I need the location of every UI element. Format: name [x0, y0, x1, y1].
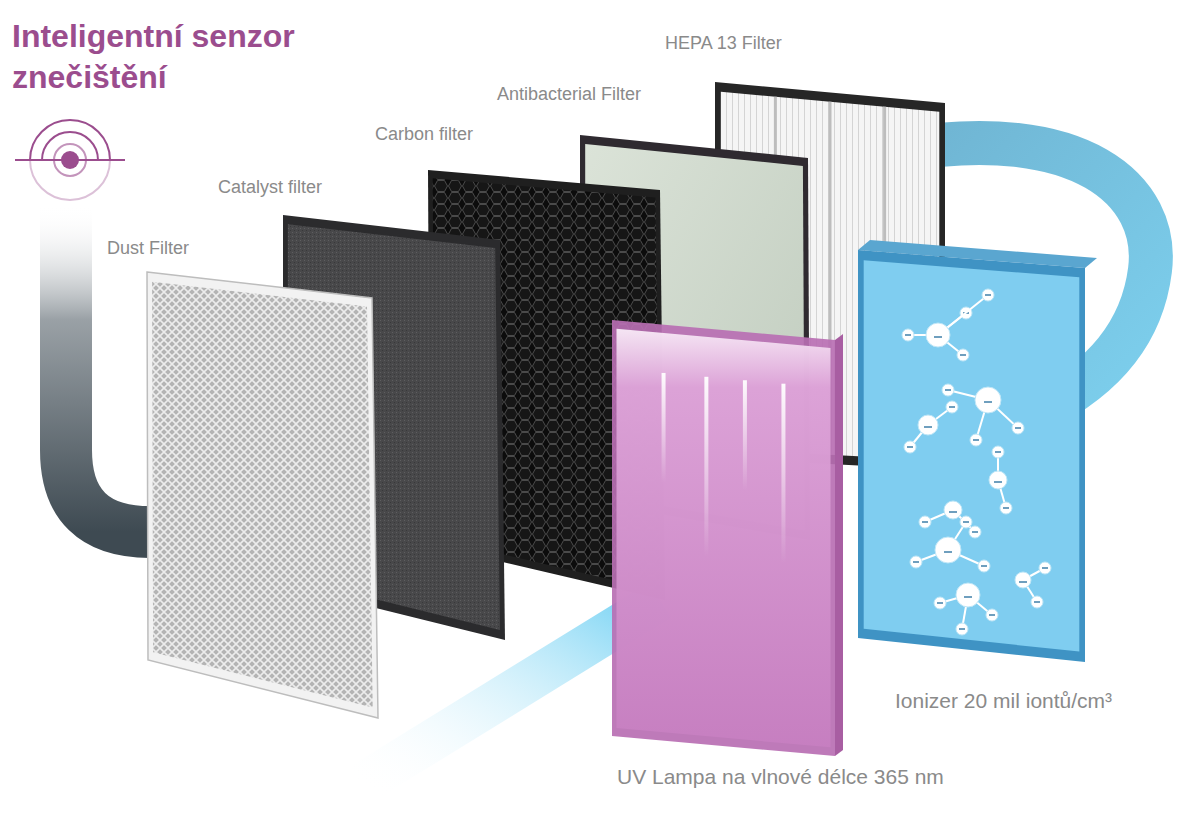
filter-layer: Dust Filter	[133, 258, 392, 732]
filter-label: Catalyst filter	[218, 177, 322, 199]
uv-light-streak	[662, 373, 666, 483]
filter-label: Ionizer 20 mil iontů/cm³	[895, 688, 1112, 713]
filter-mesh	[152, 282, 373, 708]
ion-molecule	[1015, 562, 1051, 608]
filter-layer: Ionizer 20 mil iontů/cm³	[844, 236, 1099, 676]
ion-molecule	[904, 401, 958, 453]
sensor-icon	[15, 120, 125, 200]
filter-label: Antibacterial Filter	[497, 84, 641, 106]
ion-molecule	[902, 289, 994, 361]
uv-light-streak	[781, 384, 785, 564]
lamp-edge	[835, 334, 843, 756]
diagram-title: Inteligentní senzor znečištění	[12, 16, 372, 98]
ion-molecule	[934, 583, 998, 635]
ion-molecule	[989, 446, 1012, 514]
filter-panel	[133, 258, 392, 732]
ion-molecule	[919, 501, 981, 538]
filter-label: UV Lampa na vlnové délce 365 nm	[617, 764, 944, 789]
ion-molecule	[910, 516, 990, 572]
uv-light-streak	[743, 380, 747, 490]
ionizer-plate	[864, 260, 1080, 651]
uv-light-streak	[704, 377, 708, 557]
ion-molecule	[942, 384, 1024, 446]
uv-lamp-frame	[612, 320, 835, 756]
filter-label: Carbon filter	[375, 124, 473, 146]
ionizer-frame	[858, 250, 1085, 662]
filter-layer: UV Lampa na vlnové délce 365 nm	[598, 306, 849, 770]
filter-panel	[844, 236, 1099, 676]
filter-label: Dust Filter	[107, 238, 189, 260]
uv-lamp-glow	[617, 329, 831, 748]
filter-frame	[147, 272, 378, 718]
filter-panel	[598, 306, 849, 770]
filter-label: HEPA 13 Filter	[665, 33, 782, 55]
